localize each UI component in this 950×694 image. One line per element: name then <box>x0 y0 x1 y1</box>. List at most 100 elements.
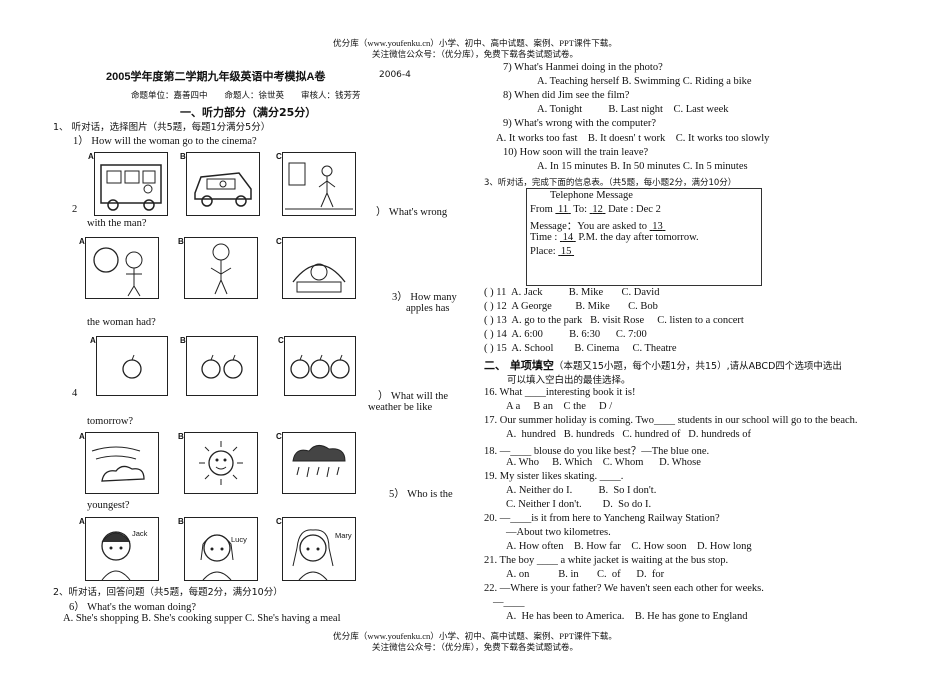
question-14: ( ) 14 A. 6:00 B. 6:30 C. 7:00 <box>484 329 647 340</box>
tm-blank-12: 12 <box>592 204 603 215</box>
q5-label-a: A. <box>79 517 87 526</box>
tm-from-label: From <box>530 204 553 215</box>
q2-label-a: A. <box>79 237 87 246</box>
q1-label-c: C. <box>276 152 284 161</box>
question-10: 10) How soon will the train leave? <box>503 147 649 158</box>
question-6: 6） What's the woman doing? <box>69 602 197 613</box>
header-line-1: 优分库（www.youfenku.cn）小学、初中、高中试题、案例、PPT课件下… <box>333 38 617 48</box>
q5-name-mary: Mary <box>335 531 352 540</box>
exam-date: 2006-4 <box>379 70 411 80</box>
question-2-tail: with the man? <box>87 218 147 229</box>
tm-message-label: Message：You are asked to <box>530 221 648 232</box>
section4-title: 二、 单项填空 <box>484 359 554 372</box>
section4-desc: （本题又15小题，每个小题1分，共15）,请从ABCD四个选项中选出 <box>553 361 842 372</box>
q5-label-c: C. <box>276 517 284 526</box>
question-20-options: A. How often B. How far C. How soon D. H… <box>506 541 752 552</box>
question-20: 20. —____is it from here to Yancheng Rai… <box>484 513 720 524</box>
question-22-answer: —____ <box>493 597 525 608</box>
question-16: 16. What ____interesting book it is! <box>484 387 636 398</box>
question-13: ( ) 13 A. go to the park B. visit Rose C… <box>484 315 744 326</box>
q3-image-c-three-apples <box>284 336 356 396</box>
exam-title: 2005学年度第二学期九年级英语中考模拟A卷 <box>106 71 326 83</box>
header-line-2: 关注微信公众号：（优分库），免费下载各类试题试卷。 <box>371 49 579 59</box>
tm-to-label: To: <box>573 204 588 215</box>
q1-label-a: A. <box>88 152 96 161</box>
section2-instructions: 2、听对话，回答问题（共5题，每题2分，满分10分） <box>53 587 283 598</box>
q4-label-a: A. <box>79 432 87 441</box>
q4-image-b-sunny <box>184 432 258 494</box>
q2-label-b: B. <box>178 237 186 246</box>
question-4-number: 4 <box>72 388 78 399</box>
question-19: 19. My sister likes skating. ____. <box>484 471 624 482</box>
footer-line-2: 关注微信公众号：（优分库），免费下载各类试题试卷。 <box>371 642 579 652</box>
tm-time-row: Time : 14 P.M. the day after tomorrow. <box>530 232 699 243</box>
question-8-options: A. Tonight B. Last night C. Last week <box>537 104 729 115</box>
q2-image-c-cold <box>282 237 356 299</box>
question-2-text: ） What's wrong <box>376 207 448 218</box>
q5-name-jack: Jack <box>132 529 148 538</box>
q4-label-c: C. <box>276 432 284 441</box>
telephone-message-box <box>526 188 762 286</box>
q2-image-b-stomachache <box>184 237 258 299</box>
q3-label-a: A. <box>90 336 98 345</box>
q4-image-c-rainy <box>282 432 356 494</box>
tm-message-row: Message：You are asked to 13 <box>530 218 665 233</box>
q2-label-c: C. <box>276 237 284 246</box>
question-1: 1） How will the woman go to the cinema? <box>73 136 257 147</box>
question-18: 18. —____ blouse do you like best？—The b… <box>484 446 710 457</box>
question-7-options: A. Teaching herself B. Swimming C. Ridin… <box>537 76 752 87</box>
question-11: ( ) 11 A. Jack B. Mike C. David <box>484 287 660 298</box>
tm-time-text: P.M. the day after tomorrow. <box>578 232 699 243</box>
question-3-a: 3） How many <box>392 292 457 303</box>
tm-place-label: Place: <box>530 246 556 257</box>
question-4-b: weather be like <box>368 402 433 413</box>
q3-image-b-two-apples <box>186 336 258 396</box>
q1-image-a-bus <box>94 152 168 216</box>
telephone-message-title: Telephone Message <box>550 190 633 201</box>
tm-blank-15: 15 <box>560 246 572 257</box>
question-20-answer: —About two kilometres. <box>506 527 611 538</box>
q5-image-a-jack: Jack <box>85 517 159 581</box>
q5-name-lucy: Lucy <box>231 535 247 544</box>
q5-image-b-lucy: Lucy <box>184 517 258 581</box>
q5-image-c-mary: Mary <box>282 517 356 581</box>
question-4-tail: tomorrow? <box>87 416 134 427</box>
tm-from-row: From 11 To: 12 Date : Dec 2 <box>530 204 661 215</box>
section3-instructions: 3、听对话，完成下面的信息表。（共5题，每小题2分，满分10分） <box>484 178 737 188</box>
question-2-number: 2 <box>72 204 78 215</box>
q2-image-a-headache <box>85 237 159 299</box>
question-7: 7) What's Hanmei doing in the photo? <box>503 62 663 73</box>
q3-image-a-one-apple <box>96 336 168 396</box>
question-19-options-2: C. Neither I don't. D. So do I. <box>506 499 652 510</box>
q4-label-b: B. <box>178 432 186 441</box>
q1-image-c-walking <box>282 152 356 216</box>
question-3-tail: the woman had? <box>87 317 156 328</box>
q3-label-c: C. <box>278 336 286 345</box>
section4-heading-row: 二、 单项填空（本题又15小题，每个小题1分，共15）,请从ABCD四个选项中选… <box>484 357 842 373</box>
question-4-a: ） What will the <box>378 391 449 402</box>
question-6-options: A. She's shopping B. She's cooking suppe… <box>63 613 341 624</box>
question-22-options: A. He has been to America. B. He has gon… <box>506 611 748 622</box>
q4-image-a-windy <box>85 432 159 494</box>
question-10-options: A. In 15 minutes B. In 50 minutes C. In … <box>537 161 748 172</box>
tm-date: Date : Dec 2 <box>608 204 661 215</box>
question-8: 8) When did Jim see the film? <box>503 90 630 101</box>
question-17-options: A. hundred B. hundreds C. hundred of D. … <box>506 429 751 440</box>
question-21-options: A. on B. in C. of D. for <box>506 569 665 580</box>
question-3-b: apples has <box>406 303 450 314</box>
question-16-options: A a B an C the D / <box>506 401 613 412</box>
q5-label-b: B. <box>178 517 186 526</box>
section4-desc-2: 可以填入空白出的最佳选择。 <box>507 375 631 386</box>
tm-time-label: Time : <box>530 232 558 243</box>
question-18-options: A. Who B. Which C. Whom D. Whose <box>506 457 701 468</box>
question-19-options-1: A. Neither do I. B. So I don't. <box>506 485 657 496</box>
question-12: ( ) 12 A George B. Mike C. Bob <box>484 301 658 312</box>
part1-heading: 一、听力部分（满分25分） <box>180 106 317 119</box>
question-5-tail: youngest? <box>87 500 130 511</box>
question-17: 17. Our summer holiday is coming. Two___… <box>484 415 858 426</box>
question-21: 21. The boy ____ a white jacket is waiti… <box>484 555 729 566</box>
tm-place-row: Place: 15 <box>530 246 574 257</box>
q1-image-b-car <box>186 152 260 216</box>
exam-meta: 命题单位：嘉善四中 命题人：徐世英 审核人：钱芳芳 <box>131 90 361 100</box>
q1-label-b: B. <box>180 152 188 161</box>
